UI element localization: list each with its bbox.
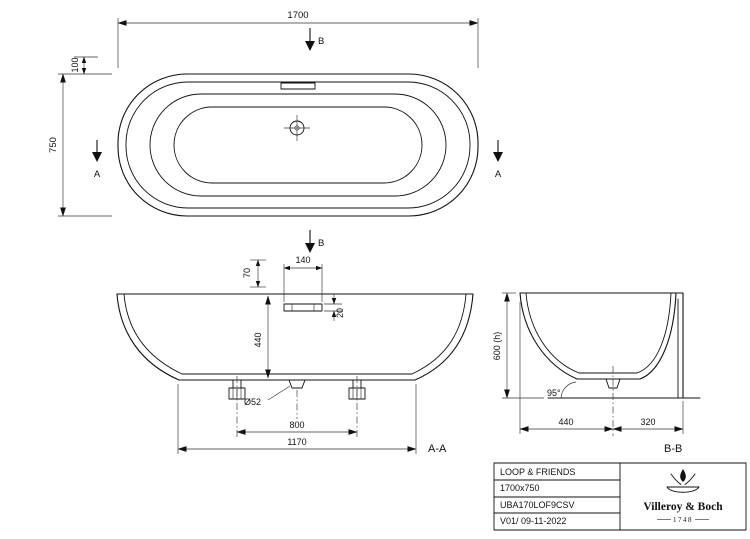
product-name: LOOP & FRIENDS	[500, 467, 575, 477]
dim-length-label: 1700	[287, 10, 308, 21]
dim-70-label: 70	[242, 268, 252, 278]
section-bb-dimensions: 600 (h) 95° 440 320 B-B	[492, 292, 684, 455]
dim-440-label: 440	[253, 332, 263, 347]
section-aa-outline	[116, 293, 474, 437]
dim-1170-label: 1170	[287, 437, 306, 447]
dim-angle-label: 95°	[547, 388, 561, 398]
dim-width-label: 750	[48, 137, 59, 153]
dim-overflow-label: 100	[70, 57, 80, 72]
product-dimensions: 1700x750	[500, 483, 540, 493]
section-bb-outline	[519, 292, 701, 436]
version-date: V01/ 09-11-2022	[500, 516, 566, 526]
dim-drain-diameter-label: Ø52	[244, 397, 261, 407]
section-bb-title: B-B	[664, 443, 682, 455]
section-aa-dimensions: 140 70 440 20 Ø52 800 1170 A-A	[177, 255, 447, 455]
title-block: LOOP & FRIENDS 1700x750 UBA170LOF9CSV V0…	[493, 462, 747, 531]
angle-arc	[560, 381, 577, 399]
article-number: UBA170LOF9CSV	[500, 500, 575, 510]
dim-320-label: 320	[640, 417, 655, 427]
section-cut-markers: B B A A	[92, 28, 503, 253]
dim-height-label: 600 (h)	[492, 332, 502, 361]
top-view-dimensions: 1700 750 100	[48, 10, 479, 217]
inlet-overflow-icon	[283, 303, 323, 312]
section-a-left-label: A	[94, 169, 101, 180]
top-view-tub-outline	[117, 73, 479, 217]
dim-440-bb-label: 440	[558, 417, 573, 427]
section-b-bottom-label: B	[318, 238, 324, 249]
drain-icon	[284, 115, 310, 141]
section-b-top-label: B	[318, 36, 324, 47]
section-aa-title: A-A	[428, 443, 447, 455]
villeroy-boch-logo-icon	[666, 469, 700, 493]
dim-800-label: 800	[289, 420, 304, 430]
foot-left-icon	[228, 379, 246, 400]
brand-name: Villeroy & Boch	[643, 501, 723, 513]
section-a-right-label: A	[495, 169, 502, 180]
drain-outlet-icon	[288, 379, 306, 389]
dim-20-label: 20	[335, 308, 345, 318]
brand-year: 1748	[673, 516, 693, 524]
drain-outlet-icon	[605, 378, 621, 389]
dim-140-label: 140	[295, 255, 310, 265]
overflow-slot-icon	[280, 82, 316, 90]
